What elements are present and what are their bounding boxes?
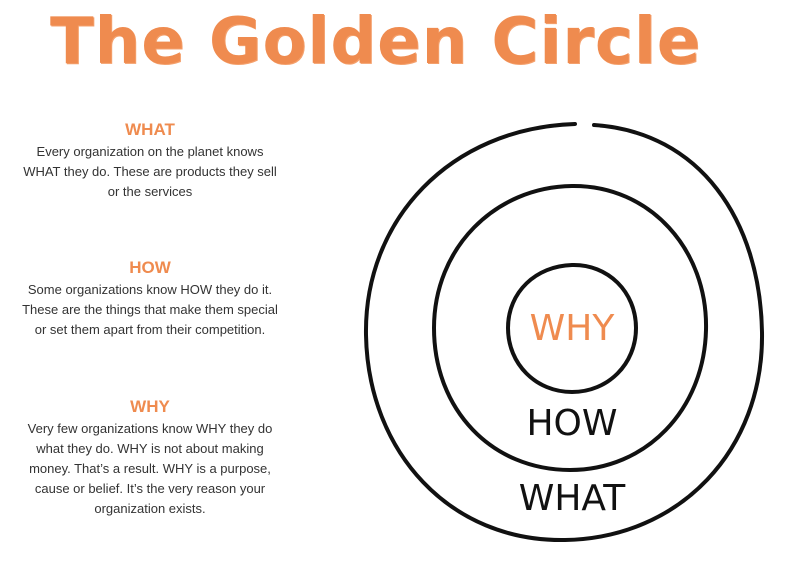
inner-circle — [506, 262, 638, 394]
section-why-heading: WHY — [130, 397, 170, 416]
inner-circle-label: WHY — [530, 308, 616, 349]
section-how-text: Some organizations know HOW they do it. … — [22, 282, 278, 337]
section-how: HOW Some organizations know HOW they do … — [20, 258, 280, 340]
golden-circle-diagram: WHY HOW WHAT — [363, 122, 765, 543]
page-title: The Golden Circle — [50, 5, 702, 79]
outer-circle — [363, 122, 765, 543]
middle-circle-label: HOW — [526, 403, 617, 444]
middle-circle — [432, 183, 709, 472]
section-what-heading: WHAT — [125, 120, 175, 139]
section-how-heading: HOW — [129, 258, 171, 277]
section-what: WHAT Every organization on the planet kn… — [20, 120, 280, 202]
section-what-text: Every organization on the planet knows W… — [23, 144, 277, 199]
outer-circle-label: WHAT — [519, 478, 626, 519]
section-why-text: Very few organizations know WHY they do … — [27, 421, 273, 516]
section-why: WHY Very few organizations know WHY they… — [20, 397, 280, 519]
